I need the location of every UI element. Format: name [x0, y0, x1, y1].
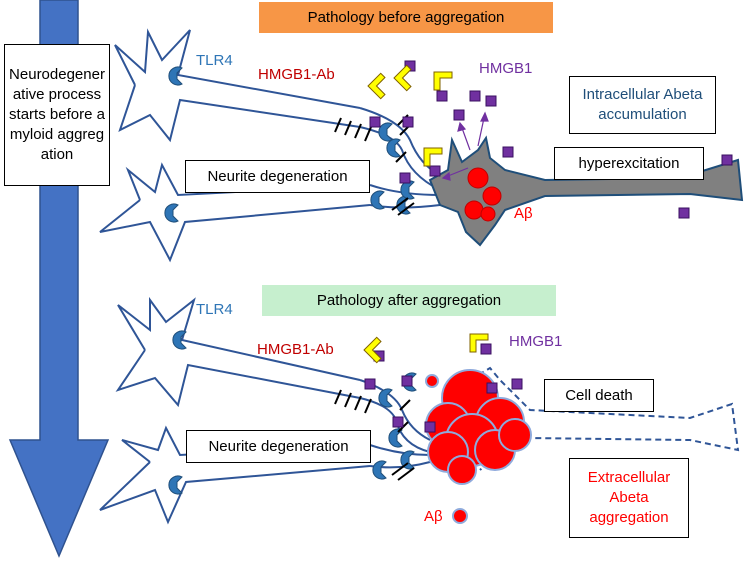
- box-cell-death: Cell death: [544, 379, 654, 412]
- process-box: Neurodegenerative process starts before …: [4, 44, 110, 186]
- abeta-aggregate-cluster: [425, 369, 532, 524]
- box-neurite-degeneration-bottom: Neurite degeneration: [186, 430, 371, 463]
- title-after-aggregation: Pathology after aggregation: [262, 285, 556, 316]
- label-tlr4-top: TLR4: [196, 52, 233, 69]
- box-intracellular-abeta: Intracellular Abeta accumulation: [569, 76, 716, 134]
- label-hmgb1-ab-top: HMGB1-Ab: [258, 66, 335, 83]
- neuron-grey-body-top: [428, 135, 744, 247]
- neuron-lower-left: [99, 162, 371, 263]
- degeneration-hatches-top: [334, 114, 415, 216]
- box-neurite-degeneration-top: Neurite degeneration: [185, 160, 370, 193]
- label-abeta-top: Aβ: [514, 205, 533, 222]
- box-hyperexcitation: hyperexcitation: [554, 147, 704, 180]
- label-tlr4-bottom: TLR4: [196, 301, 233, 318]
- box-extracellular-abeta: Extracellular Abeta aggregation: [569, 458, 689, 538]
- hmgb1-release-arrows: [441, 111, 489, 181]
- abeta-intracellular-blobs: [464, 167, 502, 222]
- label-hmgb1-top: HMGB1: [479, 60, 533, 77]
- degeneration-hatches-bottom: [334, 389, 415, 481]
- title-before-aggregation: Pathology before aggregation: [259, 2, 553, 33]
- label-hmgb1-ab-bottom: HMGB1-Ab: [257, 341, 334, 358]
- label-hmgb1-bottom: HMGB1: [509, 333, 563, 350]
- label-abeta-bottom: Aβ: [424, 508, 443, 525]
- neuron-upper-left: [114, 28, 361, 143]
